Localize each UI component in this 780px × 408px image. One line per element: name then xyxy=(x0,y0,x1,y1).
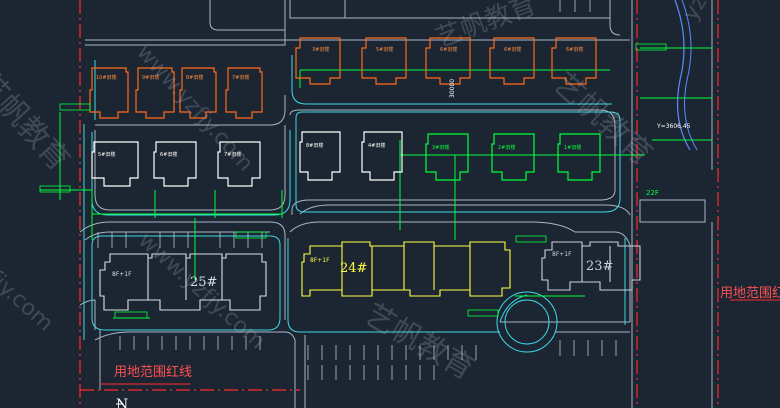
road-curve-left xyxy=(95,95,286,126)
building-floors-25: 8F+1F xyxy=(112,271,132,278)
building-label: 5#旧楼 xyxy=(376,47,394,53)
building-label: 5#旧楼 xyxy=(98,152,116,158)
coordinate-label: Y=3606.45 xyxy=(657,123,691,130)
building-label: 2#旧楼 xyxy=(498,145,516,151)
building-number-24: 24# xyxy=(340,261,368,276)
north-label: N xyxy=(116,397,129,408)
site-boundary-label: 用地范围红线 xyxy=(114,365,193,380)
building-number-23: 23# xyxy=(586,259,614,274)
building-label: 9#旧楼 xyxy=(142,75,160,81)
site-boundary-label-right: 用地范围红线 xyxy=(720,286,780,301)
building-label: 6#旧楼 xyxy=(160,152,178,158)
building-label: 1#旧楼 xyxy=(564,145,582,151)
building-label: 8#旧楼 xyxy=(186,75,204,81)
building-label: 7#旧楼 xyxy=(232,75,250,81)
elevation-label: 30000 xyxy=(449,78,456,98)
building-label: 3#旧楼 xyxy=(432,145,450,151)
building-floors-23: 8F+1F xyxy=(552,251,572,258)
building-label: 3#旧楼 xyxy=(312,47,330,53)
roundabout xyxy=(496,291,558,353)
building-label: 4#旧楼 xyxy=(368,143,386,149)
building-number-25: 25# xyxy=(190,275,218,290)
building-label: 6#旧楼 xyxy=(440,47,458,53)
building-label: 7#旧楼 xyxy=(224,152,242,158)
building-label: 6#旧楼 xyxy=(566,47,584,53)
building-label: 6#旧楼 xyxy=(504,47,522,53)
dim-label: 22F xyxy=(646,189,659,197)
building-label: 10#旧楼 xyxy=(96,75,117,81)
building-floors-24: 8F+1F xyxy=(310,257,330,264)
building-label: 8#旧楼 xyxy=(306,143,324,149)
road-edge-top-left xyxy=(85,0,286,46)
